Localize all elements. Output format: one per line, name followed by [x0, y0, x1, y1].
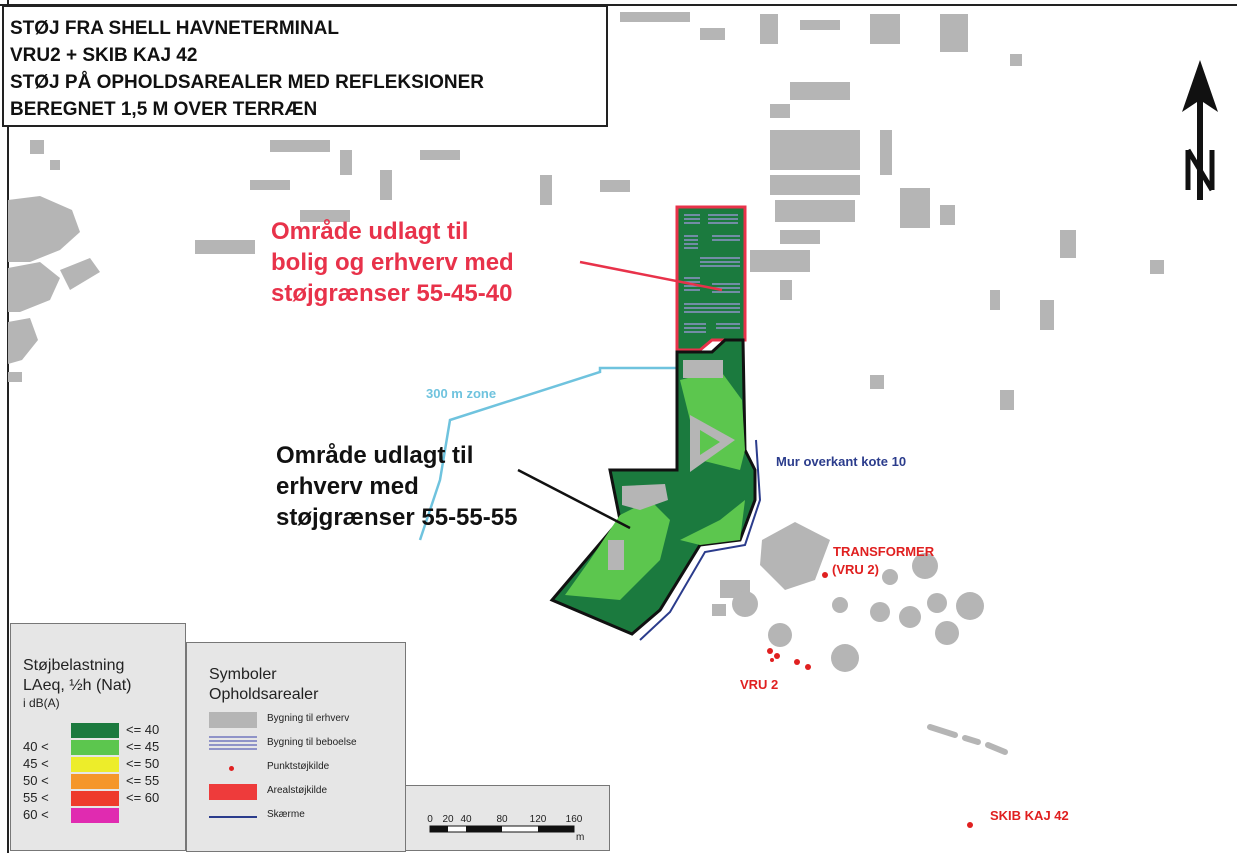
title-line-3: STØJ PÅ OPHOLDSAREALER MED REFLEKSIONER: [10, 72, 484, 93]
noise-sources: [767, 572, 973, 828]
zone-line: [418, 366, 680, 541]
noise-legend-row: 40 < <= 45: [23, 739, 185, 756]
symbol-legend-row: Bygning til beboelse: [209, 733, 405, 757]
symbol-legend-label: Skærme: [267, 809, 305, 820]
residential-annotation: Område udlagt til bolig og erhverv med s…: [271, 216, 514, 309]
symbol-legend-label: Bygning til beboelse: [267, 737, 357, 748]
symbol-legend-row: Bygning til erhverv: [209, 709, 405, 733]
transformer-label: TRANSFORMER: [833, 544, 935, 559]
area-source-swatch: [209, 784, 257, 800]
scale-tick-label: 120: [530, 814, 547, 825]
commercial-annotation-line-3: støjgrænser 55-55-55: [276, 504, 518, 531]
symbol-legend-row: Punktstøjkilde: [209, 757, 405, 781]
title-line-4: BEREGNET 1,5 M OVER TERRÆN: [10, 99, 318, 120]
outer-buildings: [927, 724, 1008, 755]
noise-legend-row: 55 < <= 60: [23, 790, 185, 807]
noise-legend-swatch: [71, 757, 119, 772]
noise-legend-high: <= 60: [126, 790, 160, 805]
tank-circles: [732, 553, 984, 672]
ship-label: SKIB KAJ 42: [990, 808, 1069, 823]
noise-legend-swatch: [71, 740, 119, 755]
wall-label: Mur overkant kote 10: [776, 454, 906, 469]
symbol-legend-label: Punktstøjkilde: [267, 761, 330, 772]
zone-label: 300 m zone: [426, 386, 496, 401]
scale-bar-graphic: 0 20 40 80 120 160 m: [427, 814, 584, 843]
vru2-label: VRU 2: [740, 677, 778, 692]
residential-annotation-line-3: støjgrænser 55-45-40: [271, 280, 513, 307]
symbol-legend-title-2: Opholdsarealer: [209, 686, 319, 703]
noise-legend-swatch: [71, 808, 119, 823]
noise-legend-low: 60 <: [23, 807, 49, 822]
symbol-legend-row: Skærme: [209, 805, 405, 829]
symbol-legend-row: Arealstøjkilde: [209, 781, 405, 805]
noise-legend-low: 55 <: [23, 790, 49, 805]
symbol-legend-label: Bygning til erhverv: [267, 713, 350, 724]
commercial-area: [549, 338, 762, 641]
scale-tick-label: 160: [566, 814, 583, 825]
noise-legend-low: 40 <: [23, 739, 49, 754]
transformer-sub-label: (VRU 2): [832, 562, 879, 577]
noise-legend-high: <= 45: [126, 739, 160, 754]
noise-legend-swatch: [71, 774, 119, 789]
scale-bar: 0 20 40 80 120 160 m: [405, 785, 610, 851]
noise-legend-row: <= 40: [23, 722, 185, 739]
residential-annotation-line-2: bolig og erhverv med: [271, 249, 514, 276]
symbol-legend-title-1: Symboler: [209, 666, 277, 683]
noise-legend: Støjbelastning LAeq, ½h (Nat) i dB(A) <=…: [10, 623, 186, 851]
noise-legend-high: <= 50: [126, 756, 160, 771]
scale-tick-label: 40: [460, 814, 472, 825]
residential-area: [675, 205, 747, 352]
noise-legend-swatch: [71, 723, 119, 738]
commercial-annotation-line-2: erhverv med: [276, 473, 419, 500]
map-title-box: STØJ FRA SHELL HAVNETERMINAL VRU2 + SKIB…: [2, 5, 608, 127]
noise-legend-high: <= 40: [126, 722, 160, 737]
noise-legend-row: 45 < <= 50: [23, 756, 185, 773]
north-arrow-icon: [1182, 60, 1218, 200]
commercial-annotation-line-1: Område udlagt til: [276, 442, 474, 469]
noise-legend-title-2: LAeq, ½h (Nat): [23, 677, 132, 694]
scale-tick-label: 20: [442, 814, 454, 825]
noise-legend-row: 50 < <= 55: [23, 773, 185, 790]
noise-legend-swatch: [71, 791, 119, 806]
residential-building-swatch: [209, 736, 257, 752]
noise-legend-row: 60 <: [23, 807, 185, 824]
scale-unit: m: [576, 832, 584, 843]
scale-tick-label: 0: [427, 814, 433, 825]
point-source-swatch: [209, 760, 257, 776]
noise-legend-high: <= 55: [126, 773, 160, 788]
commercial-building-swatch: [209, 712, 257, 728]
scale-tick-label: 80: [496, 814, 508, 825]
commercial-annotation: Område udlagt til erhverv med støjgrænse…: [276, 440, 517, 533]
symbol-legend-label: Arealstøjkilde: [267, 785, 328, 796]
title-line-1: STØJ FRA SHELL HAVNETERMINAL: [10, 18, 339, 39]
symbol-legend: Symboler Opholdsarealer Bygning til erhv…: [186, 642, 406, 852]
noise-legend-title-1: Støjbelastning: [23, 657, 125, 674]
title-line-2: VRU2 + SKIB KAJ 42: [10, 45, 198, 66]
residential-annotation-line-1: Område udlagt til: [271, 218, 469, 245]
noise-legend-low: 45 <: [23, 756, 49, 771]
screen-swatch: [209, 808, 257, 824]
noise-legend-low: 50 <: [23, 773, 49, 788]
background-buildings: [8, 12, 1164, 616]
noise-legend-unit: i dB(A): [23, 696, 60, 710]
